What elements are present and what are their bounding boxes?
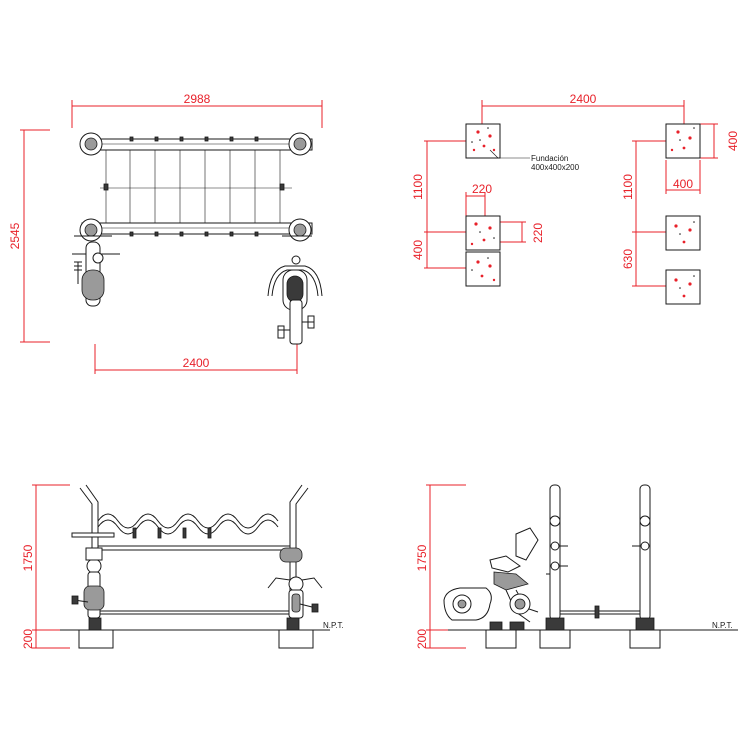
dimension-label: 2988 [184,92,211,106]
dimension-label: 200 [21,629,35,649]
dimension-label: 200 [415,629,429,649]
dimension-label: 1100 [621,174,635,200]
dimension-label: 2545 [8,222,22,249]
footing [539,629,571,649]
rail [71,532,115,538]
dimension-label: 220 [472,182,492,196]
dimension-label: 2400 [570,92,597,106]
dimension-label: 630 [621,249,635,269]
dimension-base-width: 2400 [94,344,298,374]
ladder-frame [81,136,313,237]
dimension-right-spacing: 1100 [621,140,668,233]
foundation-pad [465,251,501,287]
bike-top-view-left [72,241,120,307]
dimension-offset-y: 220 [480,221,545,243]
note-size: 400x400x200 [531,163,580,172]
dimension-overall-width: 2988 [71,92,323,128]
ground-label: N.P.T. [323,621,344,630]
dimension-right-pad-width: 400 [665,160,701,194]
dimension-label: 2400 [183,356,210,370]
wavy-bar [97,513,279,529]
dimension-label: 1750 [415,544,429,571]
dimension-right-spacing-b: 630 [621,232,668,287]
footing [78,629,114,649]
bike-top-view-right [267,255,323,345]
foundation-pad [665,123,701,159]
footing [485,629,517,649]
foundation-pad [665,215,701,251]
foundation-pad [665,269,701,305]
note-title: Fundación [531,154,568,163]
dimension-label: 220 [531,223,545,243]
bike-side [443,527,539,631]
dimension-depth: 200 [21,629,70,649]
bike-left [71,547,105,619]
dimension-depth: 200 [415,629,466,649]
wavy-bar [97,519,279,535]
dimension-label: 400 [673,177,693,191]
dimension-height: 1750 [21,484,70,631]
side-elevation: 1750 200 N.P.T. [415,484,738,649]
dimension-total-width: 2400 [481,92,685,124]
dimension-label: 400 [726,131,740,151]
dimension-right-pad-height: 400 [700,123,740,159]
dimension-left-spacing: 1100 [411,140,466,233]
post-hubs [74,132,312,242]
footing [629,629,661,649]
foundation-note: Fundación 400x400x200 [489,149,580,172]
dimension-left-pad: 400 [411,232,466,269]
foundation-pad [465,215,501,251]
bike-right [267,547,323,619]
dimension-label: 1100 [411,174,425,200]
foundation-plan: 2400 1100 400 220 220 [411,92,740,305]
dimension-overall-depth: 2545 [8,129,50,343]
foundation-pad [465,123,501,159]
footing [278,629,314,649]
posts [545,484,655,631]
dimension-label: 1750 [21,544,35,571]
top-view: 2988 2545 2400 [8,92,323,374]
ground-label: N.P.T. [712,621,733,630]
front-elevation: 1750 200 N.P.T. [21,484,344,649]
posts [79,484,309,631]
dimension-label: 400 [411,240,425,260]
